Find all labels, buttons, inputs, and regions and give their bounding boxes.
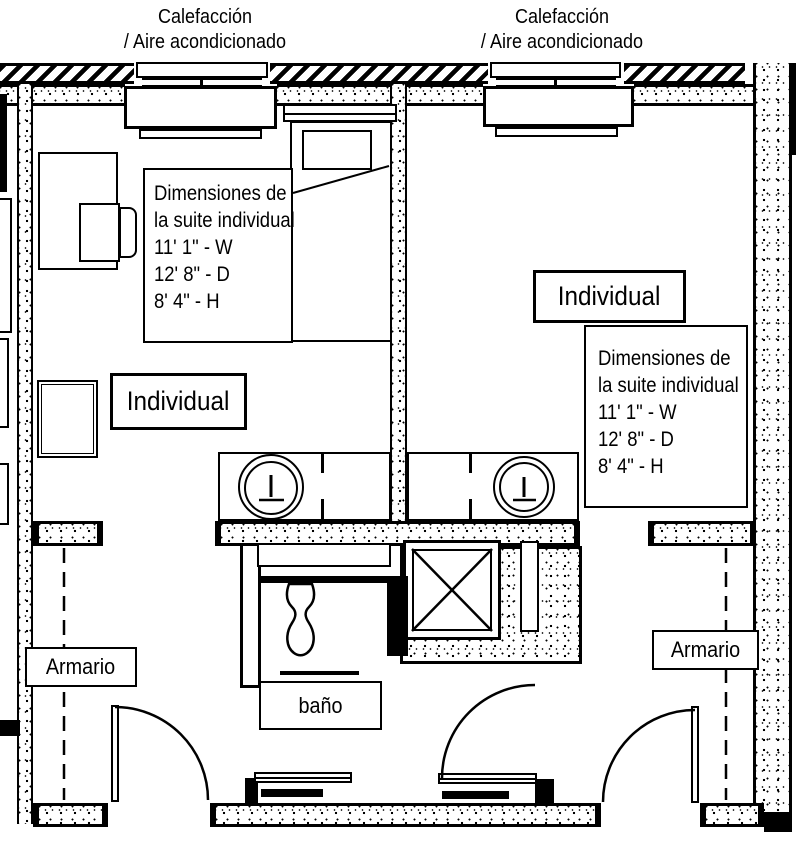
hvac-unit-left	[124, 86, 277, 129]
hvac-label-right: Calefacción / Aire acondicionado	[462, 5, 662, 55]
hvac-unit-right	[483, 86, 634, 127]
chair-back	[119, 207, 137, 258]
toilet-icon	[285, 582, 316, 657]
hvac-label-line1: Calefacción	[514, 6, 610, 28]
chair-seat	[79, 203, 120, 262]
dims-title-line1: Dimensiones de	[154, 182, 287, 205]
bathroom-wall-right	[387, 576, 408, 656]
wall-top-hatch-left	[0, 63, 134, 84]
wall-closet-right-stub	[648, 521, 756, 546]
bathroom-wall-north	[259, 576, 390, 583]
adjacent-furniture-fragment	[0, 338, 9, 428]
dims-title-line1: Dimensiones de	[598, 347, 731, 370]
bed-headboard	[283, 104, 397, 122]
dims-width: 11' 1" - W	[154, 236, 233, 259]
adjacent-wall-fragment	[0, 720, 20, 736]
wall-left-exterior	[17, 84, 33, 824]
sliding-door-right-track	[442, 791, 509, 799]
nightstand-inner-line	[41, 384, 94, 454]
wall-right-outer-line	[792, 63, 796, 155]
door-leaf-left-entry	[111, 705, 119, 802]
bathroom-label: baño	[259, 681, 382, 730]
window-right	[490, 62, 621, 78]
room-label-text: Individual	[127, 386, 230, 416]
wall-top-hatch-center	[270, 63, 488, 84]
wall-top-stipple-right	[634, 84, 753, 106]
window-left	[136, 62, 268, 78]
hvac-label-line2: / Aire acondicionado	[123, 31, 287, 53]
adjacent-furniture-fragment	[0, 463, 9, 525]
duct-slot	[520, 541, 539, 632]
dims-depth: 12' 8" - D	[154, 263, 230, 286]
dimensions-box-left: Dimensiones de la suite individual 11' 1…	[143, 168, 295, 343]
wall-top-hatch-right	[624, 63, 745, 84]
counter-divider	[469, 499, 472, 521]
wall-bottom-center	[210, 803, 601, 827]
dims-depth: 12' 8" - D	[598, 428, 674, 451]
sliding-door-right	[438, 773, 537, 784]
room-label-left: Individual	[110, 373, 247, 430]
elevator-shaft-inner	[412, 549, 492, 631]
adjacent-wall-fragment	[0, 94, 7, 192]
wall-bottom-left	[33, 803, 108, 827]
door-jamb-post	[245, 778, 258, 803]
wall-closet-left-stub	[33, 521, 103, 546]
bathroom-label-text: baño	[298, 692, 343, 718]
door-swing-arc-left-entry	[114, 705, 210, 801]
window-mullion	[200, 79, 203, 88]
sliding-door-left	[254, 772, 352, 783]
counter-divider	[469, 452, 472, 473]
counter-divider	[321, 452, 324, 473]
wall-right-exterior	[753, 63, 792, 814]
wall-party	[390, 84, 407, 521]
hvac-label-line2: / Aire acondicionado	[480, 31, 644, 53]
window-mullion	[554, 79, 557, 88]
door-jamb-post	[535, 779, 554, 803]
hvac-label-left: Calefacción / Aire acondicionado	[105, 5, 305, 55]
nightstand	[37, 380, 98, 458]
closet-label-text: Armario	[46, 654, 116, 679]
toilet-tank-shelf	[257, 543, 391, 567]
dims-width: 11' 1" - W	[598, 401, 677, 424]
closet-label-right: Armario	[652, 630, 759, 670]
bathroom-threshold	[280, 671, 359, 675]
dims-height: 8' 4" - H	[598, 455, 664, 478]
wall-core-band	[215, 521, 580, 546]
sink-left-basin	[244, 461, 298, 515]
closet-label-text: Armario	[670, 637, 741, 662]
room-label-right: Individual	[533, 270, 686, 323]
hvac-label-line1: Calefacción	[157, 6, 253, 28]
door-swing-arc-right-entry	[601, 708, 696, 803]
counter-divider	[321, 499, 324, 521]
room-label-text: Individual	[558, 281, 661, 311]
wall-top-stipple-center	[277, 84, 483, 106]
wall-bottom-right-step	[764, 812, 792, 832]
closet-label-left: Armario	[25, 647, 137, 687]
bathroom-wall-left	[240, 546, 261, 688]
sink-right-basin	[499, 462, 549, 512]
dimensions-box-right: Dimensiones de la suite individual 11' 1…	[584, 325, 748, 508]
hvac-unit-left-vent	[139, 129, 262, 139]
wall-bottom-right	[700, 803, 764, 827]
door-leaf-right-entry	[691, 706, 699, 803]
dims-title-line2: la suite individual	[154, 209, 295, 232]
dims-height: 8' 4" - H	[154, 290, 220, 313]
dims-title-line2: la suite individual	[598, 374, 739, 397]
door-swing-arc-bathroom	[440, 683, 536, 779]
bed-pillow	[302, 130, 372, 170]
sliding-door-left-track	[261, 789, 323, 797]
hvac-unit-right-vent	[495, 127, 618, 137]
adjacent-furniture-fragment	[0, 198, 12, 333]
